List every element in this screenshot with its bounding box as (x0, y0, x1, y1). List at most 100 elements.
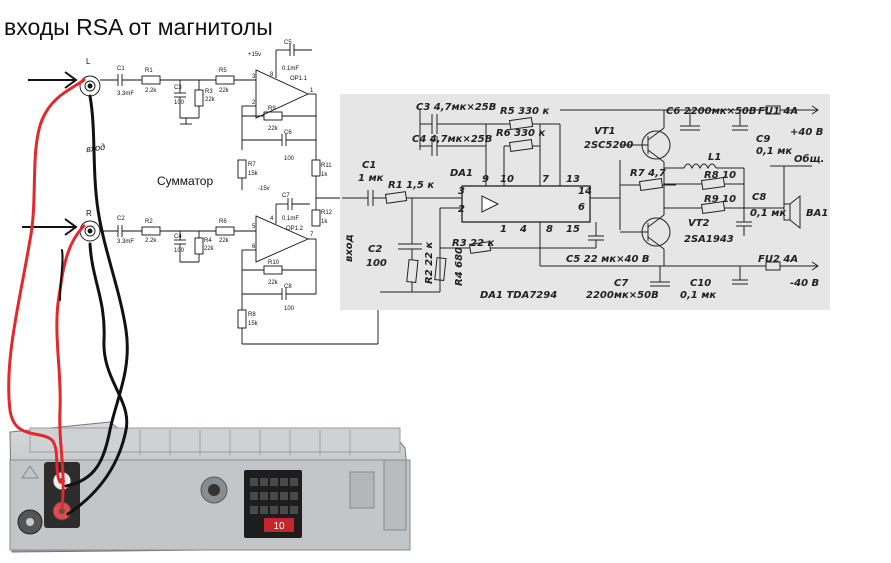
mix-c2-value: 3.3mF (117, 239, 134, 245)
amp-pin-6: 6 (578, 202, 585, 213)
amp-fu1: FU1 4А (758, 106, 798, 117)
mix-c2: C2 (117, 216, 125, 222)
mix-c7-value: 0.1mF (282, 216, 299, 222)
mix-op2-label: OP1.2 (286, 226, 304, 232)
amp-da1: DA1 (450, 168, 473, 179)
mix-op1-label: OP1.1 (290, 76, 308, 82)
amp-c8: C8 (752, 192, 766, 203)
amp-chip-label: DA1 TDA7294 (480, 290, 557, 301)
mix-r7: R7 (248, 162, 256, 168)
amp-vt1: VT1 (594, 126, 616, 137)
mix-r3-value: 22k (205, 97, 216, 103)
mix-r4: R4 (204, 238, 212, 244)
mix-c7: C7 (282, 193, 290, 199)
mix-r7-value: 15k (248, 171, 259, 177)
amp-c4: C4 4,7мк×25В (412, 134, 492, 145)
mix-pin-7: 7 (310, 232, 314, 238)
mix-pin-6: 6 (252, 244, 256, 250)
mix-supply-pos: +15v (248, 52, 261, 58)
amp-c6: C6 2200мк×50В (666, 106, 757, 117)
amp-vt2: VT2 (688, 218, 710, 229)
jack-right (79, 220, 101, 242)
amp-schematic (342, 105, 819, 293)
arrow-left-input (28, 71, 78, 89)
amp-input-label: вход (344, 234, 355, 262)
amp-c2-value: 100 (366, 258, 387, 269)
amp-c8-value: 0,1 мк (750, 208, 786, 219)
mix-r9: R9 (268, 106, 276, 112)
amp-pin-3: 3 (458, 186, 465, 197)
amp-r9: R9 10 (704, 194, 736, 205)
mix-r12: R12 (321, 210, 333, 216)
amp-c3: C3 4,7мк×25В (416, 102, 496, 113)
opamp-2 (255, 215, 310, 263)
jack-right-label: R (86, 209, 92, 218)
mix-r11: R11 (321, 163, 332, 169)
amp-plus40: +40 В (790, 127, 823, 138)
mix-r3: R3 (205, 89, 213, 95)
mix-r6: R6 (219, 219, 227, 225)
amp-minus40: -40 В (790, 278, 819, 289)
amp-pin-13: 13 (566, 174, 580, 185)
mixer-label: Сумматор (157, 174, 214, 188)
mixer-schematic (22, 44, 379, 345)
mix-r5-value: 22k (219, 88, 230, 94)
amp-schematic-panel (340, 94, 830, 310)
mix-r8: R8 (248, 312, 256, 318)
mix-r9-value: 22k (268, 126, 279, 132)
mix-c3: C3 (174, 85, 182, 91)
mix-pin-4: 4 (270, 216, 274, 222)
mix-pin-8: 8 (270, 72, 274, 78)
mix-pin-2: 2 (252, 100, 256, 106)
tda7294-chip (461, 185, 591, 223)
amp-r1: R1 1,5 к (388, 180, 434, 191)
mix-r5: R5 (219, 68, 227, 74)
amp-pin-1: 1 (500, 224, 507, 235)
mix-c6: C6 (284, 130, 292, 136)
amp-c5: C5 22 мк×40 В (566, 254, 650, 265)
jack-left (79, 75, 101, 97)
mix-supply-neg: -15v (258, 186, 270, 192)
amp-r8: R8 10 (704, 170, 736, 181)
amp-r4: R4 680 (454, 247, 465, 286)
amp-common: Общ. (794, 153, 824, 165)
mix-r12-value: 1k (321, 219, 328, 225)
fuse (264, 518, 294, 532)
mix-pin-3: 3 (252, 74, 256, 80)
mix-c8-value: 100 (284, 306, 295, 312)
amp-vt1-type: 2SC5200 (584, 140, 633, 151)
car-radio: 10 (9, 421, 411, 553)
amp-pin-7: 7 (542, 174, 549, 185)
amp-pin-10: 10 (500, 174, 514, 185)
mix-pin-1: 1 (310, 88, 314, 94)
amp-r6: R6 330 к (496, 128, 545, 139)
mix-r1: R1 (145, 68, 153, 74)
mix-r2-value: 2.2k (145, 238, 157, 244)
amp-vt2-type: 2SA1943 (684, 234, 734, 245)
amp-c9-value: 0,1 мк (756, 146, 792, 157)
amp-c2: C2 (368, 244, 382, 255)
amp-c1-value: 1 мк (358, 173, 384, 184)
mix-r1-value: 2.2k (145, 88, 157, 94)
mix-r10: R10 (268, 260, 280, 266)
mix-c1-value: 3.3mF (117, 91, 134, 97)
amp-r7: R7 4,7 (630, 168, 666, 179)
amp-c7-value: 2200мк×50В (586, 290, 659, 301)
jack-left-label: L (86, 57, 91, 66)
amp-c1: C1 (362, 160, 376, 171)
fuse-label: 10 (273, 521, 285, 532)
amp-c10-value: 0,1 мк (680, 290, 716, 301)
amp-pin-14: 14 (578, 186, 592, 197)
mix-c3-value: 100 (174, 100, 185, 106)
mix-r2: R2 (145, 219, 153, 225)
amp-r2: R2 22 к (424, 241, 435, 284)
amp-fu2: FU2 4А (758, 254, 798, 265)
amp-labels: C3 4,7мк×25В C4 4,7мк×25В DA1 R5 330 к R… (344, 102, 828, 301)
mix-c5: C5 (284, 40, 292, 46)
amp-pin-4: 4 (519, 224, 527, 235)
mix-r4-value: 22k (204, 246, 215, 252)
mix-r8-value: 15k (248, 321, 259, 327)
mix-r10-value: 22k (268, 280, 279, 286)
amp-r5: R5 330 к (500, 106, 549, 117)
